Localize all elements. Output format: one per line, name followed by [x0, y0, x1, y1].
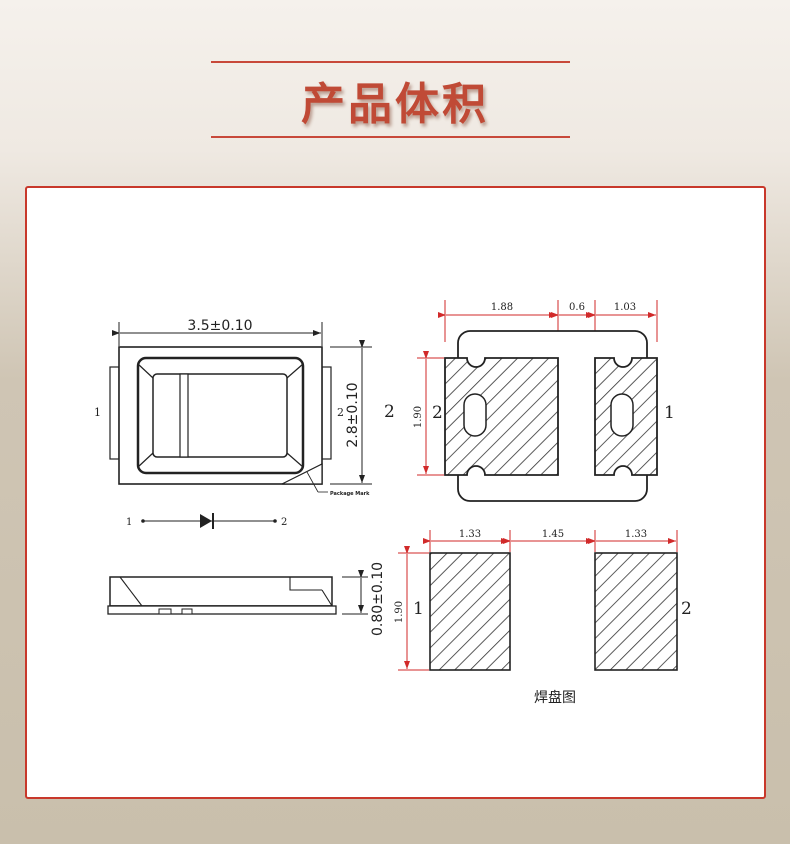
technical-drawing: 3.5±0.10 Package Mark 1 2 2 2.8±0.10 1 2	[94, 300, 692, 706]
pad-gap-label: 1.45	[542, 529, 564, 540]
bottom-pin-2-label: 2	[432, 403, 443, 423]
die-bar	[179, 373, 189, 458]
pad-pin-2-label: 2	[681, 599, 692, 619]
bottom-dim-b-label: 0.6	[569, 302, 585, 313]
package-side-view: 0.80±0.10	[107, 562, 386, 636]
width-dimension-label: 3.5±0.10	[187, 318, 252, 334]
bottom-view: 1.88 0.6 1.03 1.90 2 1	[413, 300, 675, 502]
height-dimension-label: 2.8±0.10	[345, 382, 361, 447]
page-title: 产品体积	[301, 79, 489, 130]
title-rule-bottom	[211, 136, 570, 138]
pad-width-right-label: 1.33	[625, 529, 647, 540]
title-rule-top	[211, 61, 570, 63]
bottom-pin-1-label: 1	[664, 403, 675, 423]
package-pin-1-label: 1	[94, 406, 101, 419]
bottom-pad-left	[444, 357, 559, 476]
pad-height-label: 1.90	[394, 601, 405, 623]
lens-opening	[152, 373, 288, 458]
bottom-height-label: 1.90	[413, 406, 424, 428]
thickness-dimension-label: 0.80±0.10	[370, 562, 386, 636]
left-terminal	[109, 366, 120, 460]
package-pin-2-label: 2	[384, 402, 395, 422]
diode-symbol: 1 2	[126, 513, 287, 529]
bottom-dim-a-label: 1.88	[491, 302, 513, 313]
solder-pad-view: 1.33 1.45 1.33 1.90 1 2 焊盘图	[394, 529, 692, 706]
pad-pin-1-label: 1	[413, 599, 424, 619]
drawing-panel: 3.5±0.10 Package Mark 1 2 2 2.8±0.10 1 2	[25, 186, 766, 799]
package-pin-2-inner-label: 2	[337, 406, 344, 419]
polarity-mark	[281, 463, 323, 485]
bottom-dim-c-label: 1.03	[614, 302, 636, 313]
package-mark-note: Package Mark	[330, 491, 370, 497]
diode-pin-1-label: 1	[126, 517, 132, 528]
diode-triangle	[200, 514, 212, 528]
right-terminal	[321, 366, 332, 460]
solder-pad-right	[594, 552, 678, 671]
solder-pad-left	[429, 552, 511, 671]
solder-pad-caption: 焊盘图	[534, 689, 576, 706]
pad-width-left-label: 1.33	[459, 529, 481, 540]
diode-pin-2-label: 2	[281, 517, 287, 528]
package-top-view: 3.5±0.10 Package Mark 1 2 2 2.8±0.10	[94, 318, 395, 497]
